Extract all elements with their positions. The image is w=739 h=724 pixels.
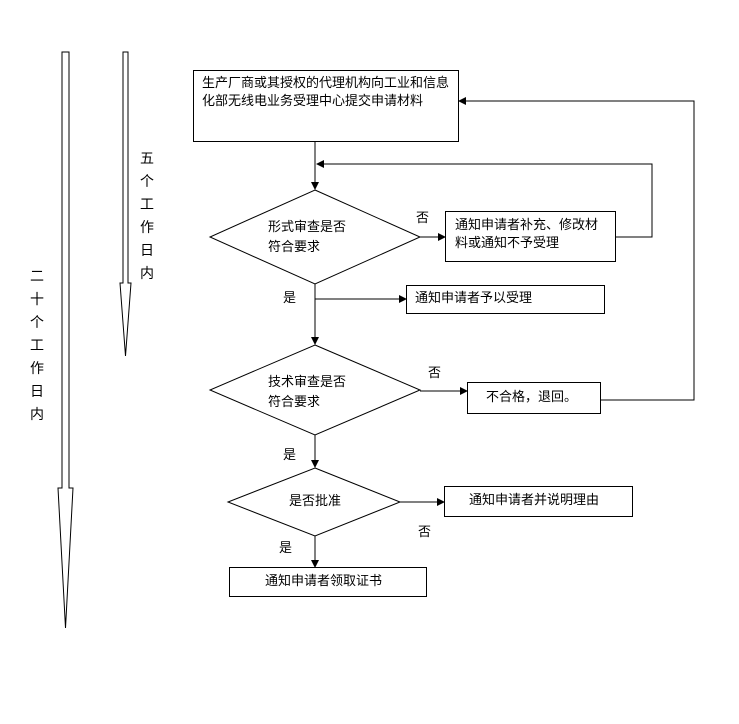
label-no-tech: 否 bbox=[428, 366, 442, 381]
timeline-label-first-stage: 五个工作日内 bbox=[140, 151, 154, 282]
timeline-arrow-long bbox=[57, 51, 74, 629]
timeline-arrow-short bbox=[119, 51, 132, 357]
supplement-box: 通知申请者补充、修改材料或通知不予受理 bbox=[445, 211, 616, 262]
tech-review-text: 技术审查是否符合要求 bbox=[268, 375, 347, 410]
label-yes-formal: 是 bbox=[283, 291, 297, 306]
approve-text: 是否批准 bbox=[289, 494, 342, 509]
notify-accept-box: 通知申请者予以受理 bbox=[406, 285, 605, 314]
notify-accept-text: 通知申请者予以受理 bbox=[415, 291, 533, 306]
label-yes-approve: 是 bbox=[279, 541, 293, 556]
label-yes-tech: 是 bbox=[283, 448, 297, 463]
fail-text: 不合格，退回。 bbox=[486, 390, 578, 405]
supplement-text: 通知申请者补充、修改材料或通知不予受理 bbox=[455, 218, 599, 251]
submit-text: 生产厂商或其授权的代理机构向工业和信息化部无线电业务受理中心提交申请材料 bbox=[202, 76, 450, 109]
submit-box: 生产厂商或其授权的代理机构向工业和信息化部无线电业务受理中心提交申请材料 bbox=[193, 70, 459, 142]
connectors bbox=[311, 97, 695, 568]
label-no-formal: 否 bbox=[416, 211, 430, 226]
notify-certificate-box: 通知申请者领取证书 bbox=[229, 567, 427, 597]
notify-reason-text: 通知申请者并说明理由 bbox=[469, 493, 600, 508]
timeline-label-total: 二十个工作日内 bbox=[30, 269, 44, 423]
label-no-approve: 否 bbox=[418, 525, 432, 540]
notify-reason-box: 通知申请者并说明理由 bbox=[444, 486, 633, 517]
notify-certificate-text: 通知申请者领取证书 bbox=[265, 574, 383, 589]
fail-box: 不合格，退回。 bbox=[467, 382, 601, 414]
formal-review-text: 形式审查是否符合要求 bbox=[268, 220, 347, 255]
